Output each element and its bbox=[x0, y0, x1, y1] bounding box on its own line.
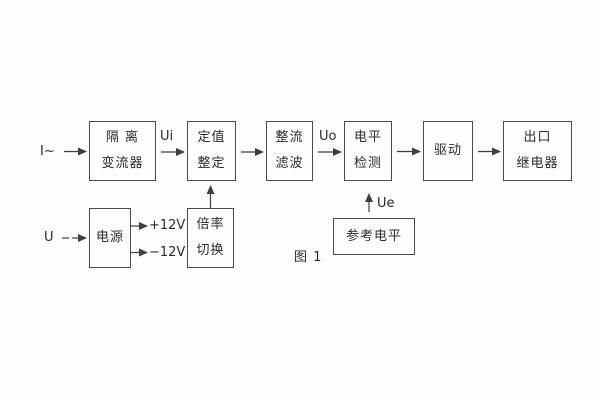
block-label: 参考电平 bbox=[345, 228, 402, 244]
block-label: 切换 bbox=[196, 243, 225, 258]
signal-ui: Ui bbox=[160, 129, 174, 144]
signal-plus-12v: +12V bbox=[149, 218, 186, 233]
figure-caption: 图 1 bbox=[294, 250, 323, 265]
block-label: 变流器 bbox=[101, 156, 144, 171]
block-label: 电平 bbox=[353, 130, 382, 145]
block-rectifier-filter: 整流 滤波 bbox=[266, 121, 313, 181]
block-label: 电源 bbox=[95, 230, 124, 245]
block-ratio-switch: 倍率 切换 bbox=[187, 208, 234, 268]
block-drive: 驱动 bbox=[423, 121, 473, 181]
block-label: 检测 bbox=[353, 156, 382, 171]
block-label: 出口 bbox=[523, 130, 552, 145]
signal-ue: Ue bbox=[377, 196, 395, 211]
block-label: 整定 bbox=[197, 156, 226, 171]
block-label: 隔 离 bbox=[105, 130, 140, 145]
block-label: 继电器 bbox=[516, 156, 559, 171]
block-power-supply: 电源 bbox=[89, 208, 131, 268]
block-setpoint-setting: 定值 整定 bbox=[187, 121, 236, 181]
block-reference-level: 参考电平 bbox=[333, 218, 415, 255]
block-output-relay: 出口 继电器 bbox=[503, 121, 572, 181]
signal-input-voltage: U bbox=[44, 230, 54, 245]
block-level-detection: 电平 检测 bbox=[344, 121, 392, 181]
block-label: 倍率 bbox=[196, 217, 225, 232]
block-label: 滤波 bbox=[275, 156, 304, 171]
signal-minus-12v: −12V bbox=[149, 245, 186, 260]
block-isolation-transformer: 隔 离 变流器 bbox=[89, 121, 156, 181]
block-label: 定值 bbox=[197, 130, 226, 145]
signal-input-current: I~ bbox=[40, 144, 55, 159]
block-label: 整流 bbox=[275, 130, 304, 145]
signal-uo: Uo bbox=[319, 129, 337, 144]
block-label: 驱动 bbox=[433, 143, 462, 158]
